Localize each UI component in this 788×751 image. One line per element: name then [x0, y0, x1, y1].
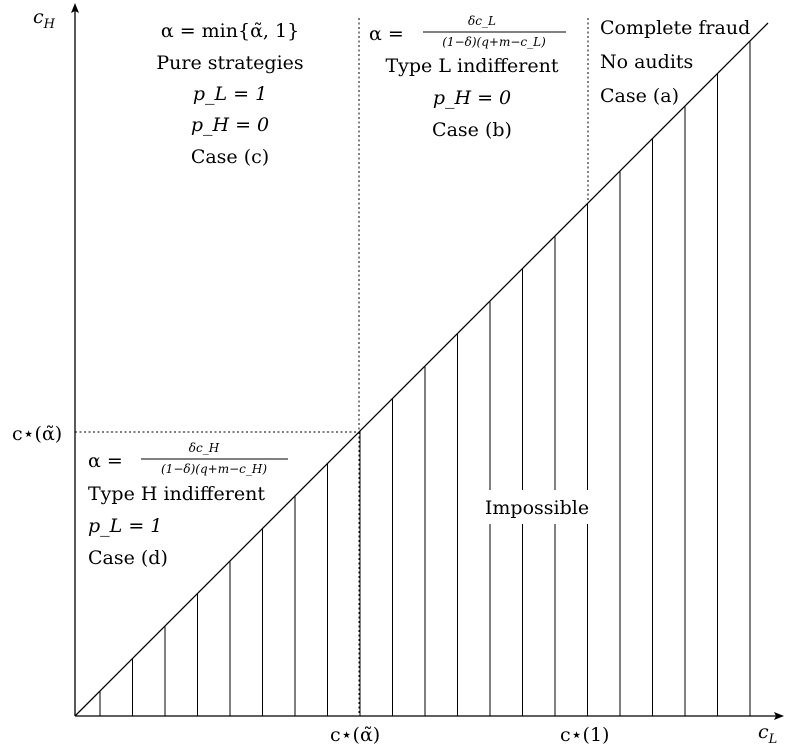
case-d-formula: α = δc_H (1−δ)(q+m−c_H): [88, 441, 288, 476]
case-d-line: Case (d): [88, 547, 168, 569]
case-b-line: Case (b): [432, 119, 512, 141]
case-a-line: No audits: [600, 51, 693, 73]
case-a-line: Complete fraud: [600, 17, 750, 39]
case-b-formula-numerator: δc_L: [468, 14, 496, 28]
impossible-label-backdrop: [470, 490, 606, 524]
case-c-line: Case (c): [191, 146, 269, 168]
x-axis-arrowhead: [774, 712, 784, 720]
case-c-line: p_L = 1: [193, 83, 267, 105]
x-tick-one: c⋆(1): [560, 724, 609, 746]
diagonal-line: [74, 22, 769, 717]
case-b-line: Type L indifferent: [385, 55, 558, 77]
impossible-label: Impossible: [485, 497, 589, 519]
y-tick-threshold: c⋆(α̃): [12, 423, 62, 445]
y-axis-label: cH: [33, 6, 56, 32]
x-tick-threshold: c⋆(α̃): [330, 724, 380, 746]
case-d-line: p_L = 1: [88, 515, 162, 537]
case-d-formula-numerator: δc_H: [189, 441, 220, 455]
case-b-formula-denominator: (1−δ)(q+m−c_L): [442, 35, 546, 49]
impossible-region-hatching: [99, 41, 751, 716]
case-d-line: Type H indifferent: [88, 483, 265, 505]
case-d-formula-lhs: α =: [88, 450, 123, 472]
case-d-formula-denominator: (1−δ)(q+m−c_H): [161, 462, 267, 476]
case-c-formula: α = min{α̃, 1}: [161, 20, 299, 42]
x-axis-label: cL: [758, 721, 777, 747]
y-axis-arrowhead: [71, 3, 79, 13]
case-b-formula: α = δc_L (1−δ)(q+m−c_L): [369, 14, 566, 49]
case-b-formula-lhs: α =: [369, 23, 404, 45]
case-b-line: p_H = 0: [433, 87, 511, 109]
case-c-line: Pure strategies: [156, 52, 303, 74]
case-a-line: Case (a): [600, 85, 679, 107]
case-c-line: p_H = 0: [191, 114, 269, 136]
